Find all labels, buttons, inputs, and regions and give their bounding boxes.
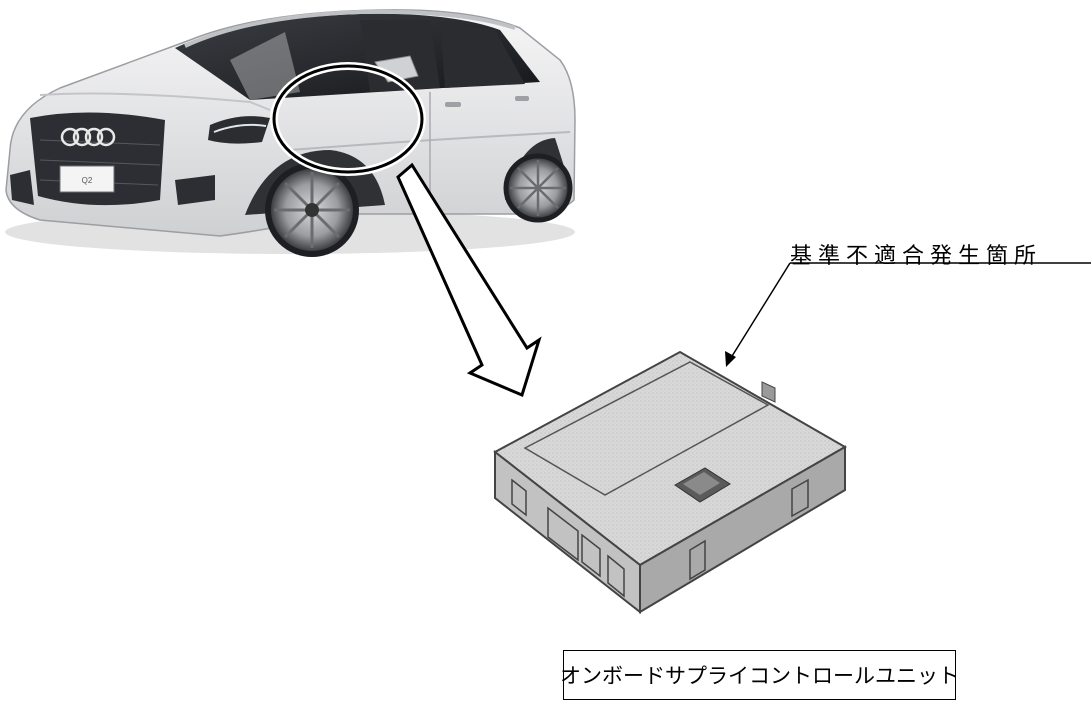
nonconformity-location-label: 基準不適合発生箇所 [790,244,1043,269]
license-plate-text: Q2 [82,176,93,185]
pointer-arrow [396,162,542,398]
callout-leader [725,262,1091,367]
car-illustration: Q2 [5,9,576,257]
part-name-label: オンボードサプライコントロールユニット [560,650,959,700]
brand-rings-icon [60,127,116,147]
control-unit-illustration [493,350,848,615]
